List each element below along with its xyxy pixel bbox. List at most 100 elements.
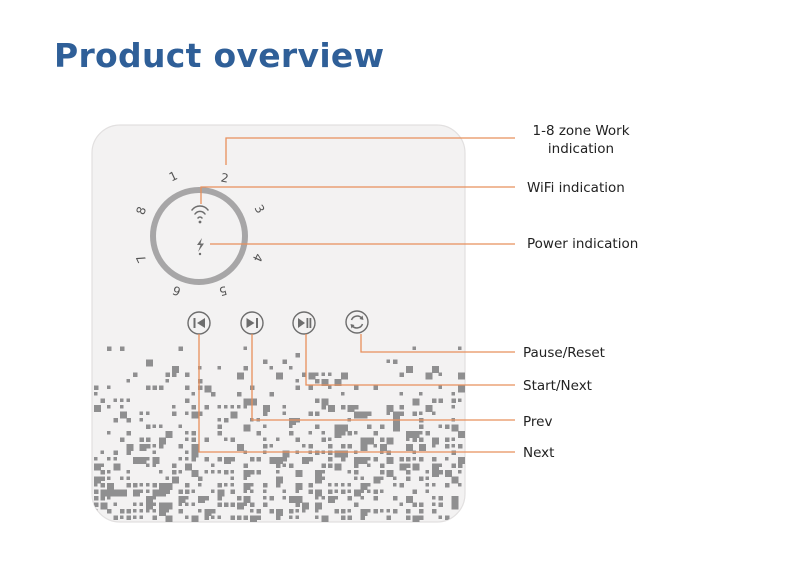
pattern-cell	[367, 437, 374, 445]
pattern-cell	[113, 489, 121, 497]
pattern-cell	[445, 444, 450, 449]
pattern-cell	[308, 457, 313, 462]
pattern-cell	[269, 457, 277, 464]
pattern-cell	[152, 509, 156, 513]
pattern-cell	[224, 502, 229, 507]
pattern-cell	[289, 418, 296, 425]
pattern-cell	[152, 424, 156, 428]
pattern-cell	[230, 515, 235, 520]
pattern-cell	[360, 496, 364, 500]
pattern-cell	[412, 437, 417, 442]
pattern-cell	[419, 502, 424, 507]
pattern-cell	[432, 483, 436, 487]
pattern-cell	[204, 385, 212, 393]
zone-ring	[150, 187, 248, 285]
pattern-cell	[178, 502, 182, 506]
pattern-cell	[146, 437, 151, 442]
pattern-cell	[328, 457, 333, 462]
pattern-cell	[185, 457, 189, 461]
pattern-cell	[425, 483, 429, 487]
pattern-cell	[458, 444, 463, 449]
pattern-cell	[289, 509, 294, 514]
pattern-cell	[133, 509, 137, 513]
pattern-cell	[139, 411, 143, 415]
pattern-cell	[263, 411, 268, 416]
pattern-cell	[425, 372, 433, 380]
pattern-cell	[412, 346, 416, 350]
pattern-cell	[152, 463, 156, 467]
pattern-cell	[276, 372, 283, 380]
pattern-cell	[165, 515, 173, 522]
pattern-cell	[217, 366, 221, 370]
pattern-cell	[419, 411, 423, 415]
pattern-cell	[406, 437, 410, 441]
pattern-cell	[269, 496, 274, 501]
pattern-cell	[165, 476, 169, 480]
pattern-cell	[295, 379, 299, 383]
pattern-cell	[256, 509, 261, 514]
pattern-cell	[386, 411, 390, 415]
pattern-cell	[380, 476, 384, 480]
pattern-cell	[445, 457, 449, 461]
pattern-cell	[217, 457, 222, 462]
pattern-cell	[100, 398, 105, 403]
pattern-cell	[191, 444, 199, 451]
pattern-cell	[139, 515, 143, 519]
pattern-cell	[159, 444, 164, 449]
reset-icon	[350, 315, 364, 329]
pattern-cell	[334, 424, 342, 432]
pause-reset-button[interactable]	[345, 310, 369, 334]
pattern-cell	[451, 450, 456, 455]
pattern-cell	[347, 489, 351, 493]
pattern-cell	[295, 515, 299, 519]
pattern-cell	[269, 444, 273, 448]
pattern-cell	[315, 424, 320, 429]
pattern-cell	[107, 476, 111, 480]
pattern-cell	[386, 437, 394, 445]
pattern-cell	[341, 392, 345, 396]
pattern-cell	[243, 470, 251, 477]
pattern-cell	[315, 476, 322, 484]
pattern-cell	[419, 476, 424, 481]
pattern-cell	[211, 489, 215, 493]
pattern-cell	[224, 483, 228, 487]
pattern-cell	[94, 463, 101, 471]
pattern-cell	[432, 437, 439, 445]
pattern-cell	[250, 489, 254, 493]
pattern-cell	[126, 431, 131, 436]
start-next-button[interactable]	[292, 311, 316, 335]
pattern-cell	[321, 372, 325, 376]
pattern-cell	[373, 476, 381, 484]
pattern-cell	[178, 424, 182, 428]
pattern-cell	[224, 418, 229, 423]
pattern-cell	[185, 450, 189, 454]
pattern-cell	[243, 346, 247, 350]
pattern-cell	[399, 405, 404, 410]
pattern-cell	[276, 470, 280, 474]
pattern-cell	[360, 444, 368, 451]
pattern-cell	[165, 483, 173, 490]
prev-button[interactable]	[187, 311, 211, 335]
pattern-cell	[152, 450, 156, 454]
pattern-cell	[120, 398, 124, 402]
pattern-cell	[328, 463, 333, 468]
pattern-cell	[204, 515, 209, 520]
pattern-cell	[250, 398, 257, 406]
pattern-cell	[347, 509, 351, 513]
pattern-cell	[308, 489, 313, 494]
pattern-cell	[386, 515, 391, 520]
pattern-cell	[237, 515, 242, 520]
zone-number-5: 5	[218, 283, 229, 299]
pattern-cell	[243, 405, 247, 409]
pattern-cell	[94, 405, 101, 412]
pattern-cell	[133, 372, 138, 377]
pattern-cell	[172, 372, 177, 377]
pattern-cell	[172, 470, 177, 475]
pattern-cell	[243, 483, 251, 490]
pattern-cell	[282, 496, 286, 500]
next-button[interactable]	[240, 311, 264, 335]
pattern-cell	[139, 437, 144, 442]
pattern-cell	[445, 437, 450, 442]
pattern-cell	[341, 457, 346, 462]
pattern-cell	[276, 463, 281, 468]
